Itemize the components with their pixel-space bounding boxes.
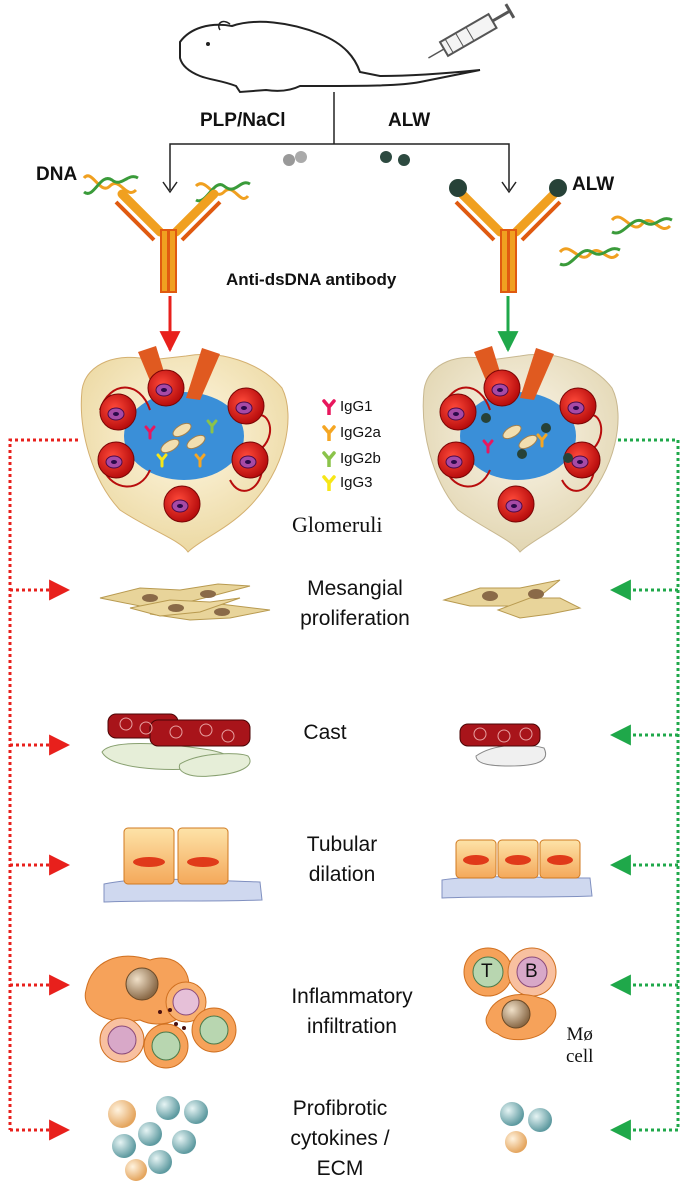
- outcome-cast: Cast: [280, 718, 370, 748]
- cytokine-balls-right: [500, 1102, 552, 1153]
- igg2a-swatch-icon: [322, 424, 336, 441]
- outcome-line: Inflammatory: [291, 985, 413, 1008]
- outcome-line: Mesangial: [307, 577, 403, 600]
- cytokine-balls-left: [108, 1096, 208, 1181]
- outcome-line: Profibrotic: [292, 1097, 388, 1120]
- dna-label: DNA: [36, 164, 78, 185]
- outcome-mesangial-proliferation: Mesangial proliferation: [280, 574, 430, 634]
- inflammatory-cells-left: [84, 955, 237, 1069]
- antibody-left-icon: [116, 194, 220, 292]
- outcome-profibrotic-cytokines-ecm: Profibrotic cytokines / ECM: [280, 1094, 400, 1184]
- glomerulus-right: [422, 346, 619, 553]
- red-dotted-connectors: [8, 438, 78, 1141]
- alw-particle: [380, 151, 392, 163]
- alw-branch-label: ALW: [388, 110, 431, 131]
- inflammatory-cells-right: [463, 947, 557, 1041]
- alw-dna-helix-icon: [558, 215, 673, 267]
- cast-right: [459, 723, 546, 767]
- tubule-left: [103, 827, 263, 903]
- macrophage-cell-label: Mø cell: [566, 1024, 593, 1068]
- t-cell-label: T: [481, 961, 493, 982]
- macrophage-line: Mø: [566, 1024, 593, 1045]
- alw-particle: [549, 179, 567, 197]
- macrophage-line: cell: [566, 1046, 594, 1067]
- antibody-label: Anti-dsDNA antibody: [226, 270, 397, 289]
- outcome-line: Tubular: [306, 833, 378, 856]
- glomerulus-left: [80, 346, 289, 553]
- syringe-icon: [428, 3, 516, 59]
- outcome-line: proliferation: [300, 607, 410, 630]
- outcome-tubular-dilation: Tubular dilation: [282, 830, 402, 890]
- mesangial-cells-right: [442, 579, 582, 619]
- glomeruli-label: Glomeruli: [292, 512, 383, 537]
- outcome-line: Cast: [303, 721, 347, 744]
- tubule-right: [441, 839, 593, 899]
- plp-branch-label: PLP/NaCl: [200, 110, 286, 131]
- plp-particle: [295, 151, 307, 163]
- igg2b-swatch-icon: [322, 450, 336, 467]
- legend-label: IgG3: [340, 474, 373, 491]
- b-cell-label: B: [525, 961, 538, 982]
- outcome-line: dilation: [308, 863, 376, 886]
- igg1-swatch-icon: [322, 398, 336, 415]
- outcome-line: ECM: [316, 1157, 364, 1180]
- antibody-right-icon: [456, 194, 560, 292]
- alw-target-label: ALW: [572, 174, 615, 195]
- mesangial-cells-left: [99, 583, 271, 621]
- cast-left: [101, 713, 251, 777]
- legend-label: IgG2b: [340, 450, 381, 467]
- outcome-line: cytokines /: [290, 1127, 390, 1150]
- outcome-line: infiltration: [307, 1015, 397, 1038]
- plp-particle: [283, 154, 295, 166]
- legend-label: IgG1: [340, 398, 373, 415]
- alw-particle: [398, 154, 410, 166]
- outcome-inflammatory-infiltration: Inflammatory infiltration: [272, 982, 432, 1042]
- legend-item-igg1: IgG1: [322, 398, 373, 415]
- igg3-swatch-icon: [322, 474, 336, 491]
- alw-particle: [449, 179, 467, 197]
- legend-item-igg2a: IgG2a: [322, 424, 381, 441]
- legend-item-igg3: IgG3: [322, 474, 373, 491]
- green-dotted-connectors: [609, 438, 680, 1141]
- legend-item-igg2b: IgG2b: [322, 450, 381, 467]
- branch-lines: [162, 92, 517, 194]
- legend-label: IgG2a: [340, 424, 381, 441]
- rat-icon: [179, 20, 481, 94]
